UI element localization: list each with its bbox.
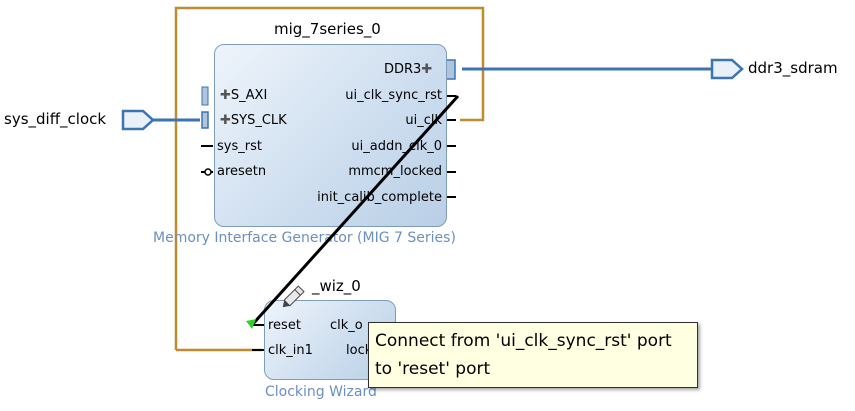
mig-description: Memory Interface Generator (MIG 7 Series… xyxy=(153,230,456,246)
expand-plus-icon[interactable]: ✚ xyxy=(220,113,231,128)
port-label-ui-clk-sync-rst: ui_clk_sync_rst xyxy=(345,88,442,103)
connection-tooltip: Connect from 'ui_clk_sync_rst' port to '… xyxy=(368,322,698,388)
expand-plus-icon[interactable]: ✚ xyxy=(421,62,433,77)
port-label-sys-clk: ✚SYS_CLK xyxy=(220,113,287,128)
sys-diff-clock-label: sys_diff_clock xyxy=(4,110,107,128)
port-label-s-axi: ✚S_AXI xyxy=(220,88,268,103)
tooltip-line-2: to 'reset' port xyxy=(375,359,491,379)
mig-instance-name: mig_7series_0 xyxy=(274,20,381,38)
clk-wiz-description: Clocking Wizard xyxy=(265,384,377,400)
port-label-init-calib-complete: init_calib_complete xyxy=(317,190,442,205)
port-label-locked: lock xyxy=(346,343,373,358)
port-label-reset: reset xyxy=(268,318,301,333)
clock-net-wire[interactable] xyxy=(174,6,485,350)
port-label-aresetn: aresetn xyxy=(217,164,267,179)
tooltip-line-1: Connect from 'ui_clk_sync_rst' port xyxy=(375,331,672,351)
port-label-mmcm-locked: mmcm_locked xyxy=(348,164,442,179)
port-label-clk-out: clk_o xyxy=(330,318,363,333)
expand-plus-icon[interactable]: ✚ xyxy=(220,88,231,103)
clk-wiz-instance-name: _wiz_0 xyxy=(312,277,361,295)
port-label-ddr3: DDR3✚ xyxy=(384,62,433,77)
port-label-ui-clk: ui_clk xyxy=(405,113,442,128)
aresetn-invert-icon xyxy=(204,168,212,176)
port-label-ui-addn-clk-0: ui_addn_clk_0 xyxy=(351,139,442,154)
sys-clk-bus-pin-icon[interactable] xyxy=(201,111,209,129)
ddr3-sdram-port-icon[interactable] xyxy=(710,58,744,80)
s-axi-bus-pin-icon[interactable] xyxy=(201,86,209,106)
ddr3-sdram-label: ddr3_sdram xyxy=(748,59,838,77)
port-label-clk-in1: clk_in1 xyxy=(268,343,313,358)
ddr3-bus-pin-icon[interactable] xyxy=(445,59,456,80)
clk-wiz-pins xyxy=(252,324,264,351)
sys-diff-clock-port-icon[interactable] xyxy=(121,109,155,131)
port-label-sys-rst: sys_rst xyxy=(217,139,262,154)
mig-left-pins xyxy=(201,86,213,176)
